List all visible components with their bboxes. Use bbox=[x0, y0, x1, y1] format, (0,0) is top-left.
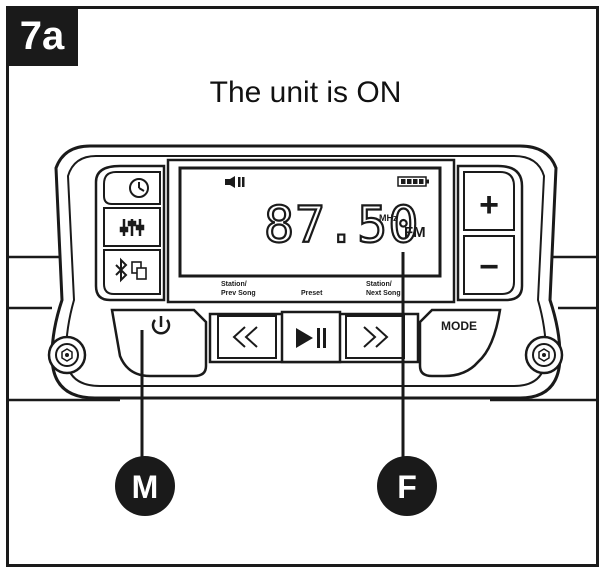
callout-badge-f: F bbox=[377, 456, 437, 516]
volume-up-button[interactable]: + bbox=[463, 171, 515, 231]
power-button[interactable] bbox=[110, 308, 208, 378]
mounting-screw-right bbox=[524, 335, 564, 375]
mode-button[interactable]: MODE bbox=[418, 308, 502, 378]
equalizer-button[interactable] bbox=[103, 207, 161, 247]
minus-icon: − bbox=[479, 248, 499, 286]
previous-button[interactable] bbox=[217, 315, 277, 359]
plus-icon: + bbox=[479, 186, 499, 224]
rewind-icon bbox=[232, 326, 258, 348]
mode-label: MODE bbox=[441, 319, 477, 333]
battery-icon bbox=[397, 176, 429, 187]
next-button[interactable] bbox=[345, 315, 405, 359]
inner-housing-edge bbox=[64, 155, 548, 387]
band-indicator: FM bbox=[404, 224, 426, 241]
bluetooth-icon bbox=[115, 257, 128, 283]
play-pause-button[interactable] bbox=[280, 310, 342, 364]
volume-down-button[interactable]: − bbox=[463, 235, 515, 295]
prev-label-line1: Station/ bbox=[221, 281, 247, 288]
clock-button[interactable] bbox=[103, 171, 161, 205]
figure-frame bbox=[6, 6, 599, 567]
prev-label-line2: Prev Song bbox=[221, 290, 256, 297]
lcd-screen bbox=[178, 166, 442, 278]
frequency-readout: 87.50 bbox=[264, 196, 420, 254]
callout-label-m: M bbox=[132, 469, 159, 505]
fast-forward-icon bbox=[363, 326, 389, 348]
next-label-line1: Station/ bbox=[366, 281, 392, 288]
equalizer-icon bbox=[119, 219, 145, 236]
next-label-line2: Next Song bbox=[366, 290, 401, 297]
power-icon bbox=[151, 316, 171, 335]
clock-icon bbox=[129, 178, 149, 198]
source-icon bbox=[131, 261, 147, 280]
bluetooth-source-button[interactable] bbox=[103, 249, 161, 295]
mounting-screw-left bbox=[47, 335, 87, 375]
volume-indicator-icon bbox=[225, 176, 245, 188]
play-pause-icon bbox=[296, 328, 326, 348]
frequency-unit: MHz bbox=[379, 213, 398, 223]
callout-badge-m: M bbox=[115, 456, 175, 516]
step-badge: 7a bbox=[6, 6, 78, 66]
figure-caption: The unit is ON bbox=[209, 76, 402, 109]
preset-label: Preset bbox=[301, 290, 323, 297]
callout-label-f: F bbox=[397, 469, 417, 505]
